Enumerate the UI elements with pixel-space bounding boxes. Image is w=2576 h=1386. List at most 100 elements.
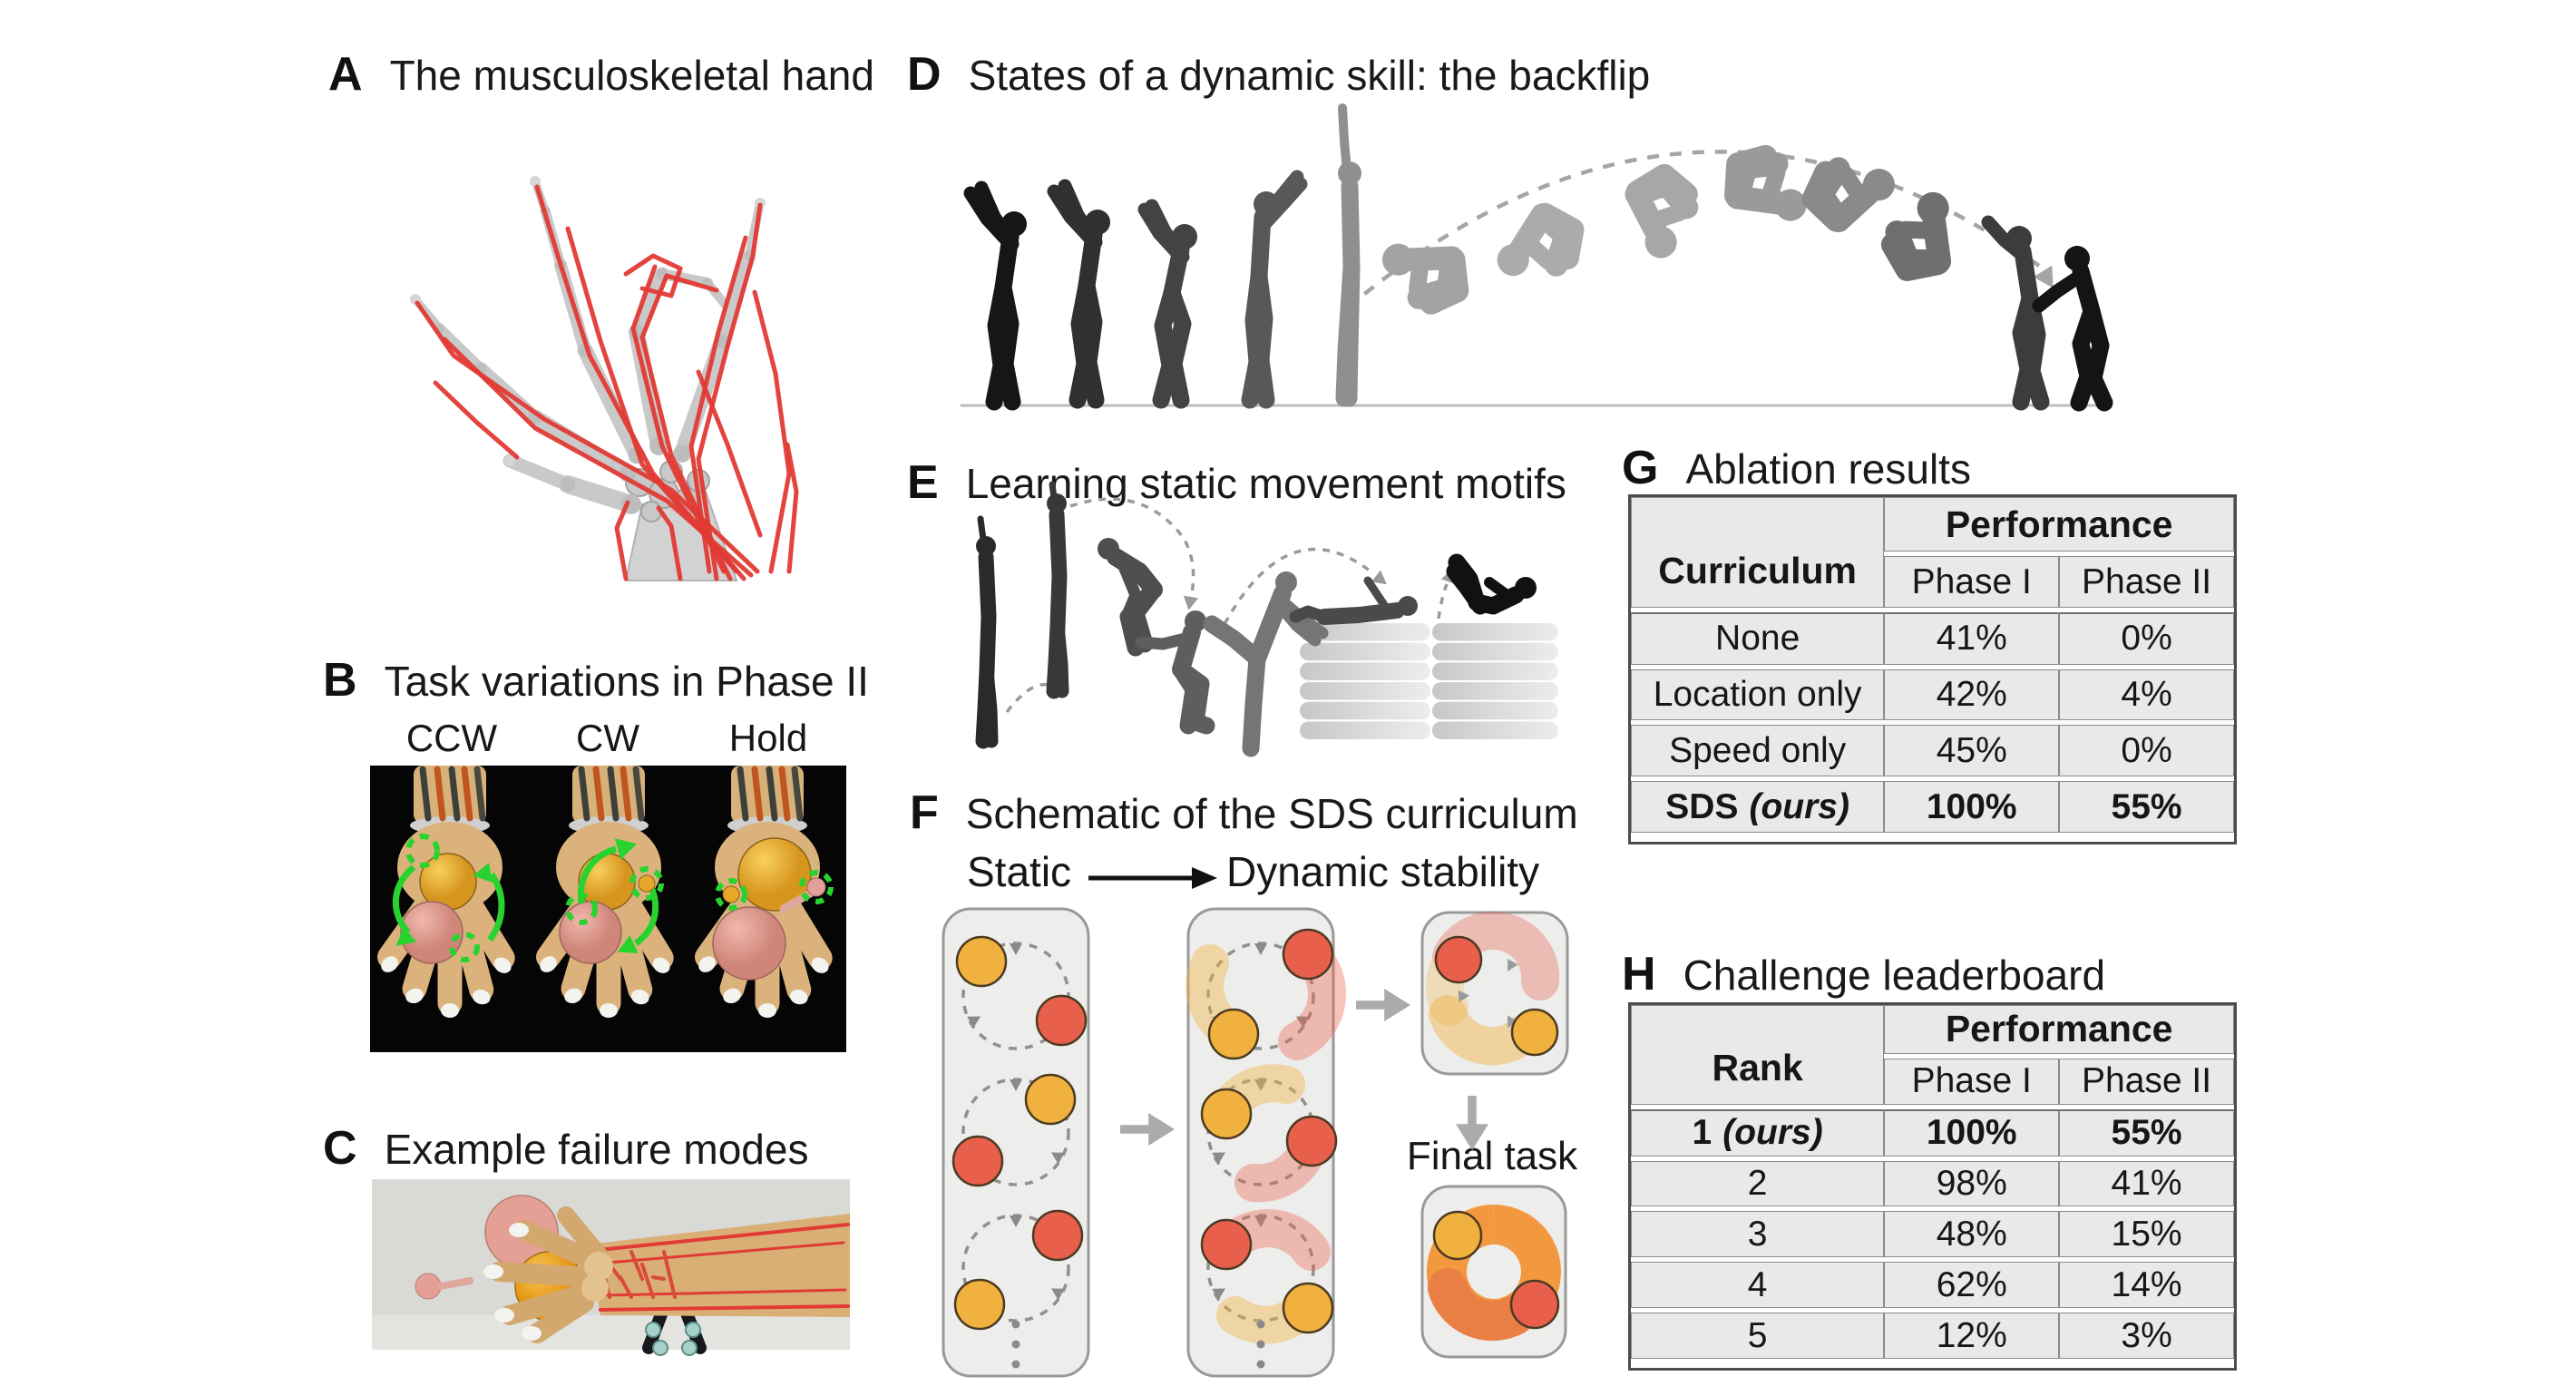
motif-pencil	[1046, 481, 1069, 699]
row-phase2: 4%	[2059, 669, 2234, 721]
backflip-tuck	[1801, 157, 1895, 232]
variant-label-cw: CW	[576, 717, 639, 759]
panel-h-letter: H	[1622, 948, 1656, 1000]
leaderboard-group-header: Performance	[1884, 1005, 2234, 1054]
motif-squat	[1135, 610, 1215, 735]
panel-f-header: F Schematic of the SDS curriculum	[910, 786, 1578, 840]
ablation-corner-header: Curriculum	[1631, 497, 1885, 608]
table-row: 2 98% 41%	[1631, 1160, 2234, 1207]
row-phase1: 12%	[1884, 1313, 2060, 1359]
panel-b-letter: B	[323, 654, 357, 707]
row-phase2: 0%	[2059, 725, 2234, 777]
method-suffix: (ours)	[1749, 786, 1850, 826]
backflip-tuck	[1381, 243, 1469, 315]
backflip-tuck	[1880, 191, 1952, 281]
row-phase1: 100%	[1884, 781, 2060, 833]
row-phase2: 3%	[2059, 1313, 2234, 1359]
panel-f-title: Schematic of the SDS curriculum	[965, 790, 1578, 837]
method-name: SDS	[1665, 786, 1739, 826]
row-phase2: 41%	[2059, 1160, 2234, 1207]
ablation-group-header: Performance	[1884, 497, 2234, 552]
leaderboard-corner-header: Rank	[1631, 1005, 1885, 1105]
leaderboard-table: Rank Performance Phase I Phase II 1(ours…	[1628, 1002, 2237, 1371]
variant-label-ccw: CCW	[405, 717, 498, 759]
panel-g-title: Ablation results	[1685, 445, 1971, 493]
row-label: 3	[1631, 1211, 1885, 1258]
panel-e-title: Learning static movement motifs	[965, 460, 1566, 507]
backflip-tuck	[1497, 202, 1585, 277]
backflip-pose	[1335, 103, 1361, 407]
movement-motifs-figure	[975, 481, 1558, 757]
motif-crouch	[1098, 538, 1163, 657]
row-phase1: 48%	[1884, 1211, 2060, 1258]
leaderboard-col-phase2: Phase II	[2059, 1058, 2234, 1105]
rank-value: 1	[1692, 1113, 1712, 1153]
backflip-sequence-figure	[960, 103, 2113, 412]
panel-g-header: G Ablation results	[1622, 441, 1971, 495]
panel-f-letter: F	[910, 786, 939, 839]
row-phase2: 15%	[2059, 1211, 2234, 1258]
table-row-ours: 1(ours) 100% 55%	[1631, 1108, 2234, 1157]
hand-variant-0	[377, 766, 515, 1018]
hand-variant-2	[695, 766, 834, 1018]
panel-h-header: H Challenge leaderboard	[1622, 947, 2105, 1001]
row-label: None	[1631, 611, 1885, 665]
row-label: Location only	[1631, 669, 1885, 721]
panel-d-letter: D	[907, 48, 942, 101]
stage-arrow	[1088, 867, 1217, 889]
table-subheader-row: Phase I Phase II	[1631, 1058, 2234, 1105]
panel-b-header: B Task variations in Phase II	[323, 653, 869, 708]
motif-pencil	[975, 515, 999, 749]
ablation-col-phase1: Phase I	[1884, 556, 2060, 608]
motif-lying	[1289, 576, 1418, 625]
row-phase1: 41%	[1884, 611, 2060, 665]
row-phase1: 100%	[1884, 1108, 2060, 1157]
backflip-pose	[1047, 179, 1110, 409]
ablation-table: Curriculum Performance Phase I Phase II …	[1628, 494, 2237, 844]
variant-label-hold: Hold	[728, 717, 808, 759]
backflip-pose	[2032, 246, 2113, 412]
ablation-col-phase2: Phase II	[2059, 556, 2234, 608]
table-row: Speed only 45% 0%	[1631, 725, 2234, 777]
panel-a-letter: A	[328, 48, 363, 101]
backflip-tuck	[1723, 144, 1807, 221]
musculoskeletal-hand-figure	[410, 176, 799, 581]
row-phase2: 55%	[2059, 1108, 2234, 1157]
table-row: 5 12% 3%	[1631, 1313, 2234, 1359]
rank-suffix: (ours)	[1722, 1113, 1823, 1153]
table-row-ours: SDS(ours) 100% 55%	[1631, 781, 2234, 833]
backflip-pose	[963, 181, 1027, 411]
panel-h-title: Challenge leaderboard	[1683, 952, 2106, 999]
table-subheader-row: Phase I Phase II	[1631, 556, 2234, 608]
row-label: Speed only	[1631, 725, 1885, 777]
row-phase2: 55%	[2059, 781, 2234, 833]
failure-modes-figure	[372, 1179, 850, 1356]
leaderboard-col-phase1: Phase I	[1884, 1058, 2060, 1105]
row-label: 5	[1631, 1313, 1885, 1359]
panel-c-title: Example failure modes	[384, 1126, 809, 1173]
backflip-tuck	[1625, 163, 1699, 259]
task-variations-figure	[370, 766, 846, 1052]
panel-c-header: C Example failure modes	[323, 1121, 808, 1176]
table-row: Location only 42% 4%	[1631, 669, 2234, 721]
panel-g-letter: G	[1622, 442, 1659, 494]
panel-d-title: States of a dynamic skill: the backflip	[968, 52, 1651, 99]
panel-d-header: D States of a dynamic skill: the backflip	[907, 47, 1650, 102]
motif-curl	[1446, 553, 1537, 615]
row-label: SDS(ours)	[1631, 781, 1885, 833]
stage-end-label: Dynamic stability	[1226, 848, 1540, 895]
row-phase1: 62%	[1884, 1262, 2060, 1309]
hand-variant-1	[536, 766, 674, 1018]
row-label: 1(ours)	[1631, 1108, 1885, 1157]
panel-c-letter: C	[323, 1122, 357, 1175]
row-phase1: 42%	[1884, 669, 2060, 721]
table-group-row: Curriculum Performance	[1631, 497, 2234, 608]
row-phase1: 45%	[1884, 725, 2060, 777]
panel-b-title: Task variations in Phase II	[384, 658, 869, 705]
final-task-label: Final task	[1406, 1134, 1578, 1178]
row-phase2: 14%	[2059, 1262, 2234, 1309]
row-phase2: 0%	[2059, 611, 2234, 665]
table-row: 3 48% 15%	[1631, 1211, 2234, 1258]
